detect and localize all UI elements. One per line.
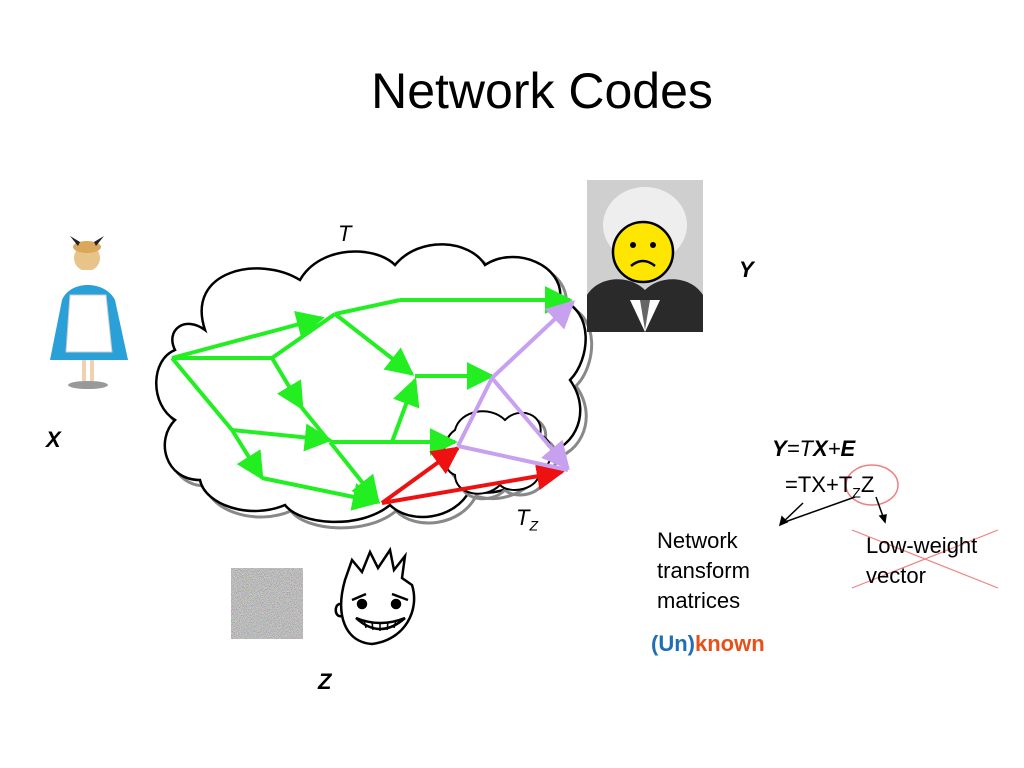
grinning-cartoon-face-icon <box>334 546 416 646</box>
edge-green-10 <box>334 298 401 316</box>
label-z: Z <box>318 669 332 694</box>
edge-green-12 <box>333 312 415 376</box>
tz-circle-annotation <box>845 464 899 506</box>
page-title: Network Codes <box>371 63 713 119</box>
edge-green-15 <box>390 377 420 443</box>
edge-green-4 <box>231 423 333 452</box>
edge-green-7 <box>270 312 337 360</box>
label-x: X <box>46 427 61 452</box>
random-noise-square-icon <box>231 568 303 639</box>
edge-green-5 <box>230 428 264 481</box>
equation-y-tx-e: Y=TX+E <box>772 436 856 461</box>
label-tz: TZ <box>516 505 539 534</box>
network-transform-text: Network transform matrices <box>657 528 750 613</box>
edge-purple-4 <box>457 444 569 472</box>
edge-purple-2 <box>490 300 576 380</box>
edge-red-2 <box>381 462 565 505</box>
edge-green-1 <box>171 310 325 360</box>
red-edges <box>380 446 565 505</box>
edge-green-9 <box>300 406 330 442</box>
pointer-arrows <box>778 496 887 527</box>
strike-through-cross <box>851 529 999 589</box>
doll-figure-icon <box>50 236 128 389</box>
label-y: Y <box>739 257 754 282</box>
man-photo-with-frown-icon <box>587 180 703 332</box>
edge-green-3 <box>170 356 234 432</box>
edge-purple-3 <box>490 376 570 471</box>
unknown-label: (Un)known <box>651 631 765 656</box>
equation-tx-tzz: =TX+TZZ <box>785 472 875 501</box>
label-t: T <box>338 221 352 246</box>
edge-green-8 <box>270 356 304 411</box>
edge-purple-1 <box>456 377 494 447</box>
green-edges <box>170 286 573 511</box>
edge-green-13 <box>328 440 380 505</box>
low-weight-vector-text: Low-weight vector <box>866 533 978 588</box>
purple-edges <box>456 300 576 472</box>
edge-red-1 <box>380 446 461 505</box>
